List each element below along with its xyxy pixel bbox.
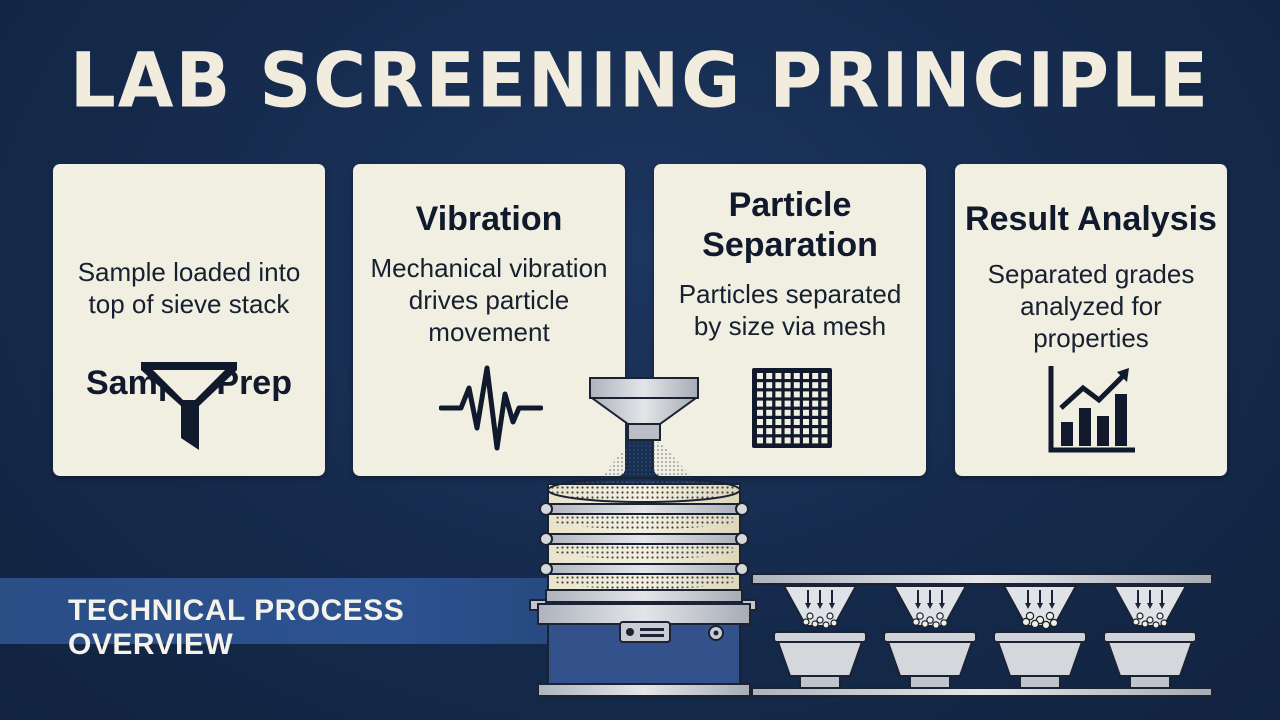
collection-bin: [883, 585, 977, 689]
card-title: Vibration: [415, 200, 563, 238]
card-desc-line: top of sieve stack: [88, 289, 290, 319]
vibration-motor-base: [537, 603, 751, 697]
hopper-funnel: [588, 377, 700, 441]
mesh-grid-icon: [752, 368, 832, 448]
collection-bins: [773, 585, 1197, 689]
card-desc-line: Sample loaded into: [77, 257, 301, 287]
process-overview-band: TECHNICAL PROCESS OVERVIEW: [0, 578, 560, 661]
sieve-stack: [539, 477, 749, 603]
bottom-rail: [751, 687, 1213, 697]
page-title: LAB SCREENING PRINCIPLE: [69, 35, 1211, 125]
card-desc-line: by size via mesh: [693, 311, 887, 341]
card-desc-line: movement: [428, 317, 550, 347]
card-desc-line: Separated grades: [987, 259, 1195, 289]
particle-spray: [594, 442, 700, 486]
card-desc-line: analyzed for: [1020, 291, 1162, 321]
collection-bin: [773, 585, 867, 689]
card-desc-line: Particles separated: [678, 279, 902, 309]
card-vibration: Vibration Mechanical vibration drives pa…: [353, 164, 625, 476]
collection-bin: [993, 585, 1087, 689]
card-result-analysis: Result Analysis Separated grades analyze…: [955, 164, 1227, 476]
card-desc-line: Mechanical vibration: [370, 253, 608, 283]
top-rail: [751, 573, 1213, 585]
bar-chart-up-icon: [1048, 366, 1135, 453]
vibration-wave-icon: [439, 365, 543, 451]
card-title: Particle: [728, 186, 852, 224]
card-particle-separation: Particle Separation Particles separated …: [654, 164, 926, 476]
band-label: TECHNICAL PROCESS OVERVIEW: [68, 594, 405, 661]
card-title: Separation: [702, 226, 878, 264]
collection-bin: [1103, 585, 1197, 689]
funnel-icon: [141, 362, 237, 450]
card-desc-line: properties: [1033, 323, 1149, 353]
card-desc-line: drives particle: [408, 285, 570, 315]
card-title: Result Analysis: [965, 200, 1217, 238]
card-sample-prep: Sample Prep Sample loaded into top of si…: [53, 164, 325, 476]
